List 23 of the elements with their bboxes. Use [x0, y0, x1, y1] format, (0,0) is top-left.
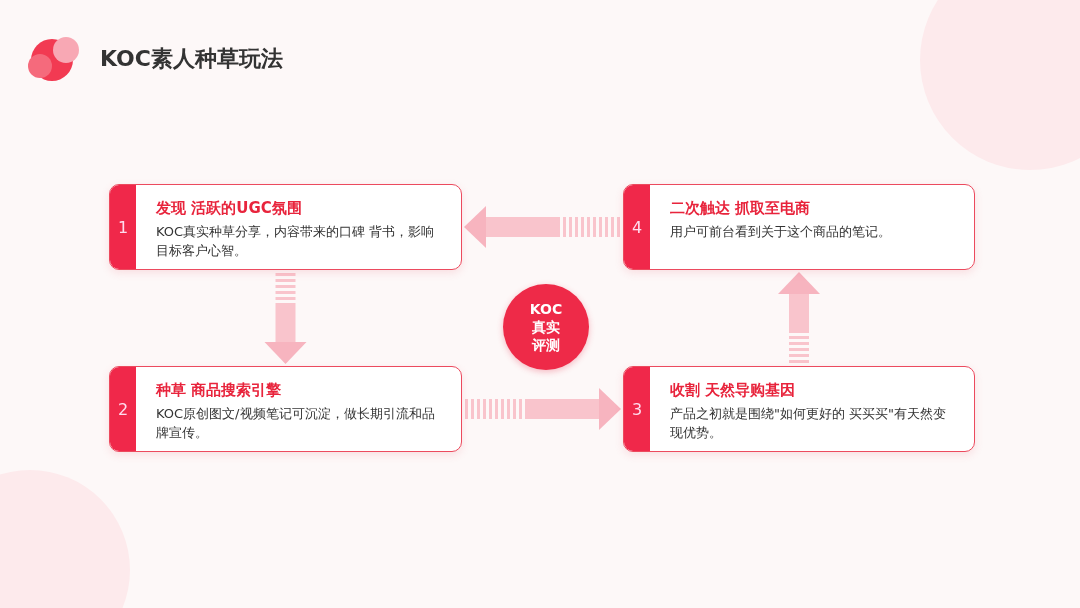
center-circle [503, 284, 589, 370]
step-description: 用户可前台看到关于这个商品的笔记。 [670, 223, 891, 241]
block-arrow [465, 388, 621, 430]
step-number: 4 [624, 185, 650, 269]
circle-label: KOC真实评测 [528, 300, 564, 354]
step-heading: 收割 天然导购基因 [670, 381, 797, 400]
step-description: KOC真实种草分享，内容带来的口碑 背书，影响目标客户心智。 [156, 223, 436, 260]
step-heading: 种草 商品搜索引擎 [156, 381, 283, 400]
step-number: 1 [110, 185, 136, 269]
step-number: 2 [110, 367, 136, 451]
step-card [623, 184, 975, 270]
step-description: 产品之初就是围绕"如何更好的 买买买"有天然变现优势。 [670, 405, 948, 442]
title: KOC素人种草玩法 [100, 45, 283, 73]
block-arrow [264, 273, 307, 364]
step-description: KOC原创图文/视频笔记可沉淀，做长期引流和品牌宣传。 [156, 405, 436, 442]
block-arrow [778, 272, 820, 363]
step-heading: 二次触达 抓取至电商 [670, 199, 812, 218]
step-number: 3 [624, 367, 650, 451]
step-card [109, 184, 462, 270]
step-heading: 发现 活跃的UGC氛围 [156, 199, 303, 218]
step-card [109, 366, 462, 452]
step-card [623, 366, 975, 452]
block-arrow [464, 206, 620, 248]
